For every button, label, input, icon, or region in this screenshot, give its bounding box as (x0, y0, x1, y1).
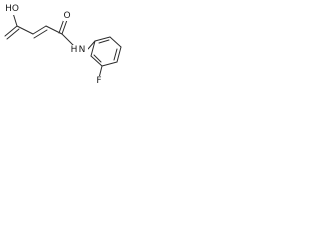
atom-labels: HO O H N F (5, 4, 104, 86)
atom-label-ho: HO (5, 4, 19, 14)
atom-label-fluorine: F (96, 76, 101, 86)
atom-label-amide-h: H (71, 45, 78, 55)
atom-label-amide-n: N (79, 45, 86, 55)
bond-c2-c3-b (33, 29, 48, 39)
bond-c4-o-a (61, 19, 68, 35)
bond-c2-c3-a (32, 25, 47, 35)
bond-layer (4, 12, 122, 79)
ring-bond-3 (116, 46, 122, 63)
bond-c1-c2 (16, 25, 34, 35)
bond-ho-c1 (12, 12, 18, 27)
ring-bond-6 (90, 40, 96, 57)
bond-c4-o-b (58, 18, 65, 34)
ring-bond-4 (101, 61, 118, 67)
atom-label-carbonyl-o: O (63, 11, 70, 21)
bond-c1-o-double-a (4, 25, 18, 37)
ring-bond-2 (109, 36, 122, 48)
ring-double-3 (93, 54, 102, 63)
ring-double-1 (98, 39, 110, 44)
bond-c1-o-double-b (6, 28, 20, 40)
chemical-structure: HO O H N F (4, 4, 122, 86)
ring-double-2 (113, 48, 118, 61)
ring-bond-5 (90, 55, 103, 67)
bond-n-ar (87, 40, 96, 50)
ring-bond-1 (94, 36, 111, 42)
